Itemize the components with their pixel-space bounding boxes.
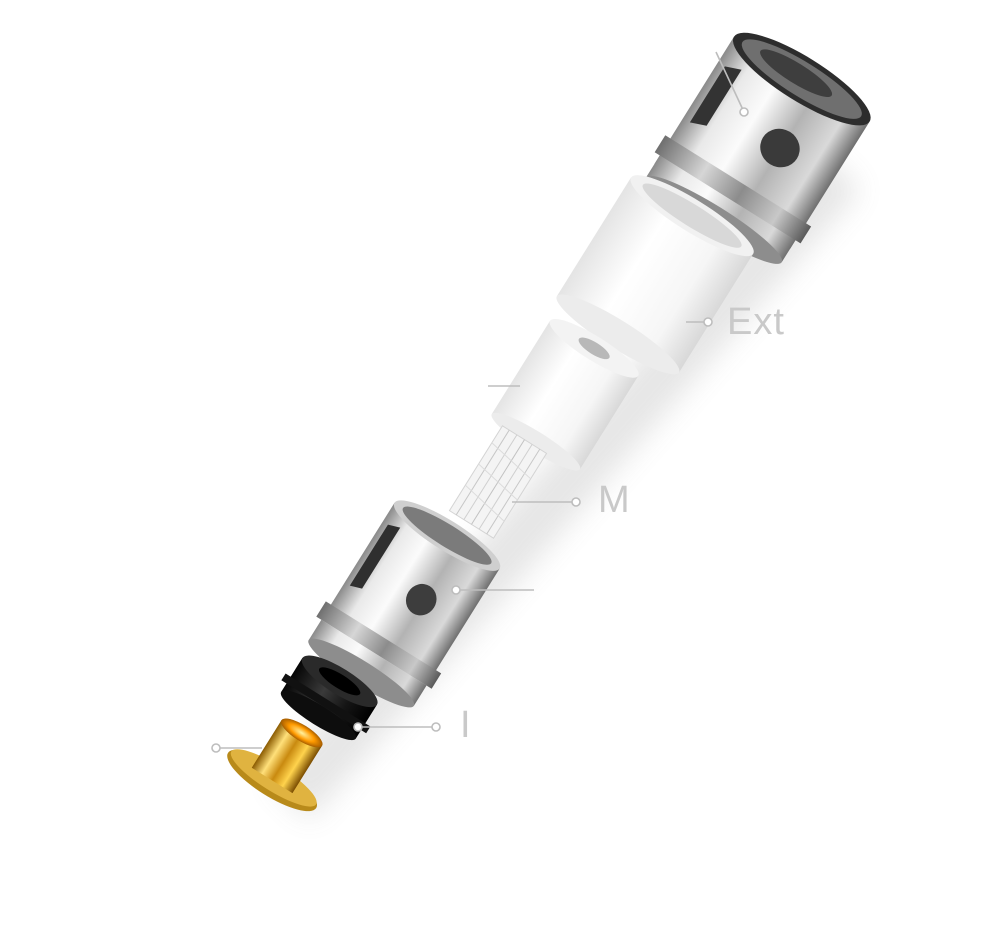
callout-mesh: M	[512, 479, 631, 521]
mesh-strands	[448, 425, 548, 539]
label-bottom-ring: I	[460, 704, 472, 746]
callout-rubber-insulator: I	[353, 704, 472, 746]
gold-contact-pin	[227, 718, 323, 812]
label-mesh: M	[598, 479, 631, 521]
lower-steel-body	[308, 500, 501, 708]
air-hole-icon	[760, 128, 800, 168]
air-hole-icon	[405, 583, 437, 616]
inner-ceramic-sleeve	[491, 318, 639, 471]
callout-external-ceramic: Ext	[686, 301, 785, 343]
callout-gold-pin	[211, 743, 262, 753]
rubber-insulator	[280, 655, 378, 741]
callout-top-cap	[715, 51, 749, 117]
callout-lower-body	[451, 585, 534, 595]
label-external-ceramic: Ext	[727, 301, 785, 343]
